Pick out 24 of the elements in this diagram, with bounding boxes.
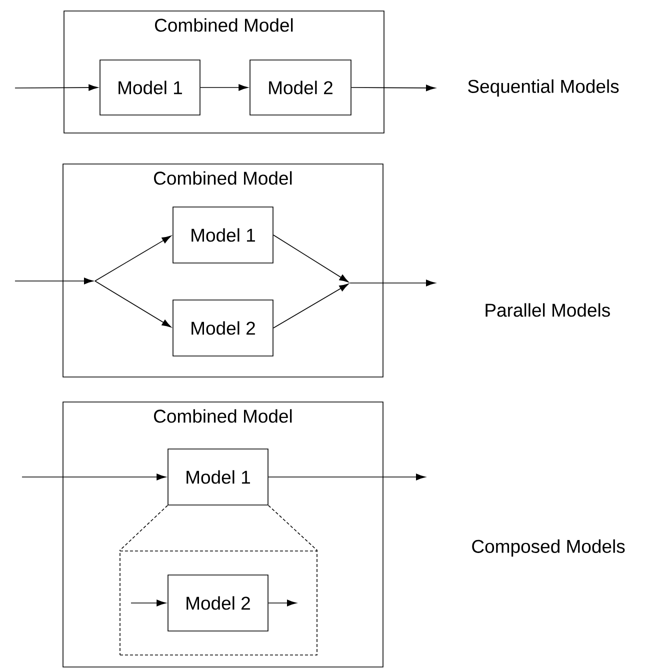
- arrow: [14, 278, 94, 284]
- model-box: Model 2: [172, 300, 274, 356]
- model-box: Model 1: [168, 448, 268, 506]
- model-box: Model 1: [100, 60, 200, 116]
- arrow: [273, 234, 349, 282]
- arrow: [22, 474, 166, 480]
- arrow: [14, 84, 98, 91]
- arrow: [94, 280, 172, 328]
- model-box: Model 1: [172, 206, 274, 264]
- model-box: Model 2: [168, 574, 268, 632]
- arrow: [268, 600, 296, 606]
- model-box: Model 2: [250, 60, 352, 116]
- arrow: [94, 236, 172, 282]
- arrow: [200, 84, 248, 91]
- arrow: [273, 284, 349, 328]
- side-label: Parallel Models: [486, 303, 610, 317]
- leader-line: [268, 505, 318, 551]
- side-label: Sequential Models: [468, 79, 619, 97]
- arrow: [350, 280, 436, 286]
- arrow: [351, 84, 436, 92]
- side-label: Composed Models: [472, 539, 625, 557]
- leader-line: [119, 505, 168, 551]
- arrow: [268, 474, 426, 480]
- arrow: [130, 600, 166, 606]
